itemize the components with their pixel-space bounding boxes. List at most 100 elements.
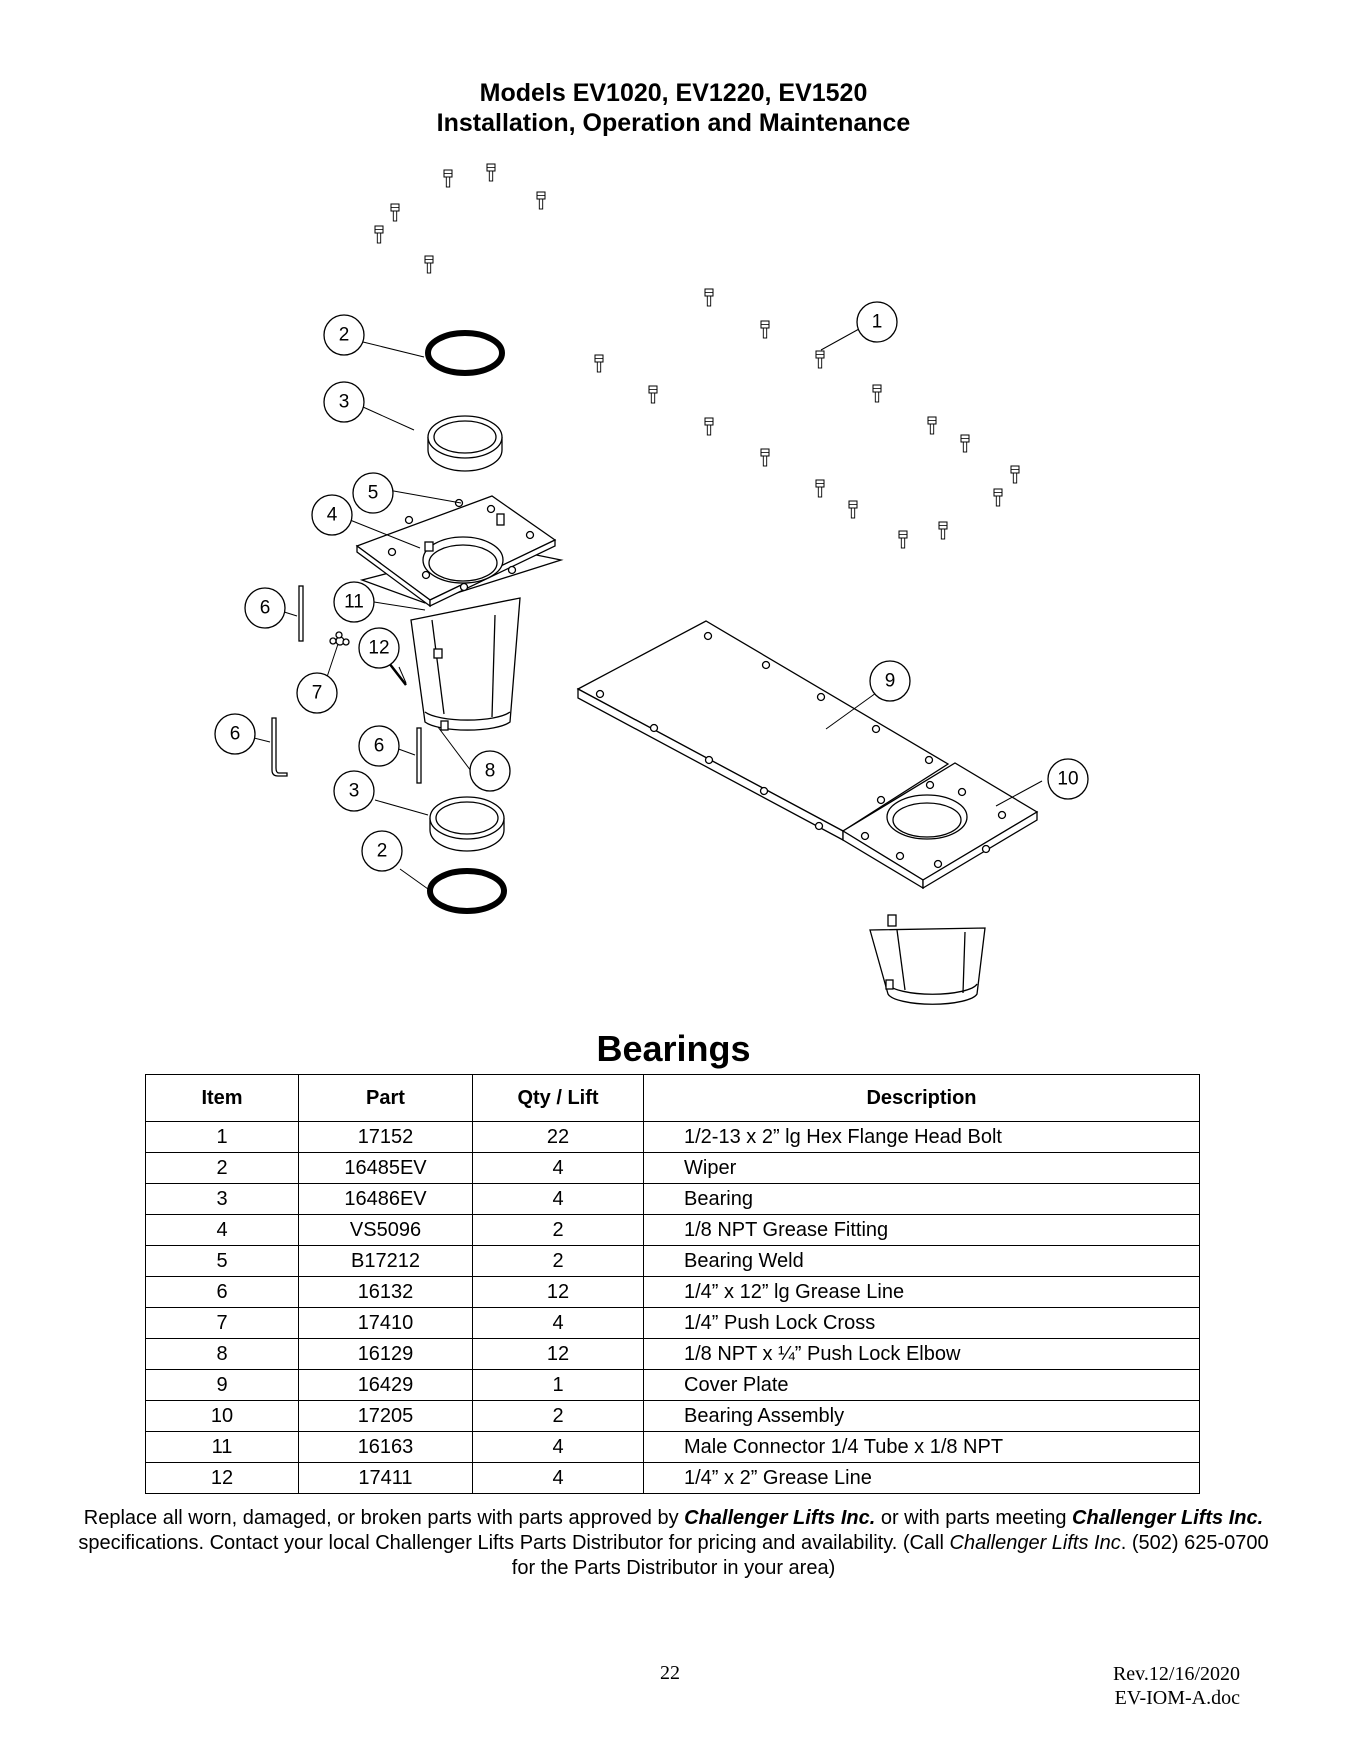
- cell-qty: 2: [472, 1400, 644, 1432]
- cell-item: 7: [145, 1307, 299, 1339]
- note-brand-1: Challenger Lifts Inc.: [684, 1507, 876, 1529]
- cell-description: 1/8 NPT x ¼” Push Lock Elbow: [643, 1338, 1200, 1370]
- cell-qty: 4: [472, 1462, 644, 1494]
- note-text-4: . (502) 625-0700 for the Parts Distribut…: [511, 1532, 1269, 1579]
- svg-text:2: 2: [377, 841, 388, 862]
- svg-text:6: 6: [374, 736, 385, 757]
- bearing-weld-left: [355, 495, 564, 731]
- cell-description: 1/4” x 12” lg Grease Line: [643, 1276, 1200, 1308]
- cell-qty: 12: [472, 1276, 644, 1308]
- cell-description: 1/8 NPT Grease Fitting: [643, 1214, 1200, 1246]
- svg-text:5: 5: [368, 483, 379, 504]
- cell-description: Bearing Weld: [643, 1245, 1200, 1277]
- top-bearing: [427, 415, 503, 472]
- cell-item: 10: [145, 1400, 299, 1432]
- document-header: Models EV1020, EV1220, EV1520 Installati…: [0, 78, 1347, 138]
- callout-12: 12: [358, 627, 400, 669]
- cell-part: 17410: [298, 1307, 473, 1339]
- svg-text:12: 12: [368, 638, 389, 659]
- cell-qty: 22: [472, 1121, 644, 1153]
- callout-10: 10: [1047, 758, 1089, 800]
- cell-item: 1: [145, 1121, 299, 1153]
- cell-part: 17411: [298, 1462, 473, 1494]
- callout-7: 7: [296, 672, 338, 714]
- callout-2-bottom: 2: [361, 830, 403, 872]
- cell-item: 2: [145, 1152, 299, 1184]
- cell-item: 11: [145, 1431, 299, 1463]
- replacement-parts-note: Replace all worn, damaged, or broken par…: [70, 1506, 1277, 1581]
- section-title: Bearings: [596, 1028, 751, 1069]
- note-text-2: or with parts meeting: [875, 1507, 1073, 1529]
- svg-text:4: 4: [327, 505, 338, 526]
- cell-item: 9: [145, 1369, 299, 1401]
- svg-text:8: 8: [485, 761, 496, 782]
- revision-block: Rev.12/16/2020 EV-IOM-A.doc: [1080, 1662, 1240, 1710]
- svg-text:3: 3: [349, 781, 360, 802]
- cell-part: 16132: [298, 1276, 473, 1308]
- bolt-group: [374, 163, 1020, 549]
- callout-9: 9: [869, 660, 911, 702]
- table-header-row: Item Part Qty / Lift Description: [145, 1074, 1200, 1122]
- note-brand-2: Challenger Lifts Inc.: [1072, 1507, 1264, 1529]
- col-header-part: Part: [298, 1074, 473, 1122]
- cell-qty: 4: [472, 1307, 644, 1339]
- cell-part: 16485EV: [298, 1152, 473, 1184]
- leader-lines: [249, 328, 1043, 890]
- callout-8: 8: [469, 750, 511, 792]
- cell-qty: 2: [472, 1214, 644, 1246]
- callout-6-lower: 6: [358, 725, 400, 767]
- document-filename: EV-IOM-A.doc: [1114, 1687, 1240, 1709]
- cell-part: 17205: [298, 1400, 473, 1432]
- callout-11: 11: [333, 581, 375, 623]
- svg-text:2: 2: [339, 325, 350, 346]
- cell-part: 16129: [298, 1338, 473, 1370]
- cell-part: 16486EV: [298, 1183, 473, 1215]
- callout-3-bottom: 3: [333, 770, 375, 812]
- cell-qty: 1: [472, 1369, 644, 1401]
- cell-item: 4: [145, 1214, 299, 1246]
- cell-part: 17152: [298, 1121, 473, 1153]
- svg-text:6: 6: [230, 724, 241, 745]
- svg-text:9: 9: [885, 671, 896, 692]
- col-header-description: Description: [643, 1074, 1200, 1122]
- cell-description: 1/2-13 x 2” lg Hex Flange Head Bolt: [643, 1121, 1200, 1153]
- cell-part: 16163: [298, 1431, 473, 1463]
- callout-2-top: 2: [323, 314, 365, 356]
- cell-qty: 4: [472, 1183, 644, 1215]
- revision-date: Rev.12/16/2020: [1112, 1663, 1240, 1685]
- callout-3-top: 3: [323, 381, 365, 423]
- callout-1: 1: [856, 301, 898, 343]
- col-header-item: Item: [145, 1074, 299, 1122]
- cell-description: 1/4” x 2” Grease Line: [643, 1462, 1200, 1494]
- cell-qty: 4: [472, 1152, 644, 1184]
- page-number: 22: [660, 1662, 680, 1684]
- cell-item: 5: [145, 1245, 299, 1277]
- grease-lines-left: [271, 585, 422, 784]
- note-brand-3: Challenger Lifts Inc: [949, 1532, 1121, 1554]
- cell-qty: 4: [472, 1431, 644, 1463]
- cell-item: 6: [145, 1276, 299, 1308]
- cell-part: VS5096: [298, 1214, 473, 1246]
- cell-description: 1/4” Push Lock Cross: [643, 1307, 1200, 1339]
- svg-text:3: 3: [339, 392, 350, 413]
- cell-qty: 2: [472, 1245, 644, 1277]
- callout-6-upper: 6: [244, 587, 286, 629]
- exploded-parts-diagram: 1 2 3 5 4 6 11 12 7 6 6 8 3 2 9 10: [214, 163, 1089, 1005]
- note-text-3: specifications. Contact your local Chall…: [78, 1532, 950, 1554]
- svg-text:1: 1: [872, 312, 883, 333]
- header-subtitle: Installation, Operation and Maintenance: [436, 109, 911, 137]
- bottom-bearing: [429, 796, 505, 852]
- cell-description: Bearing: [643, 1183, 1200, 1215]
